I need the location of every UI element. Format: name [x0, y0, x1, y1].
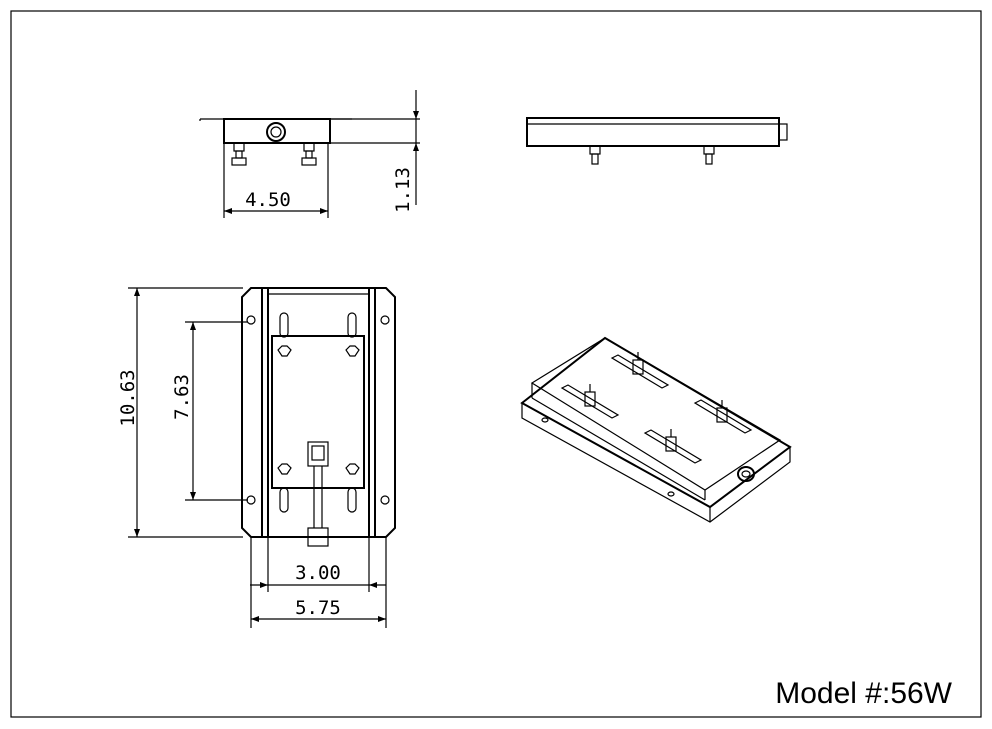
dim-slot-spacing: 7.63	[171, 374, 193, 420]
dim-top-width: 4.50	[245, 189, 291, 211]
dim-overall-width: 5.75	[295, 597, 341, 619]
model-number-label: Model #:56W	[775, 677, 952, 710]
isometric-view	[520, 336, 792, 523]
drawing-border	[10, 10, 982, 718]
iso-slot-1	[610, 352, 670, 389]
side-view	[526, 117, 788, 165]
dim-top-height: 1.13	[392, 167, 414, 213]
iso-slot-3	[693, 399, 753, 434]
dim-inner-width: 3.00	[295, 562, 341, 584]
plan-view	[128, 287, 396, 628]
iso-slot-4	[643, 429, 703, 464]
dim-overall-length: 10.63	[117, 369, 139, 426]
front-view	[199, 90, 420, 218]
iso-slot-2	[560, 384, 620, 419]
